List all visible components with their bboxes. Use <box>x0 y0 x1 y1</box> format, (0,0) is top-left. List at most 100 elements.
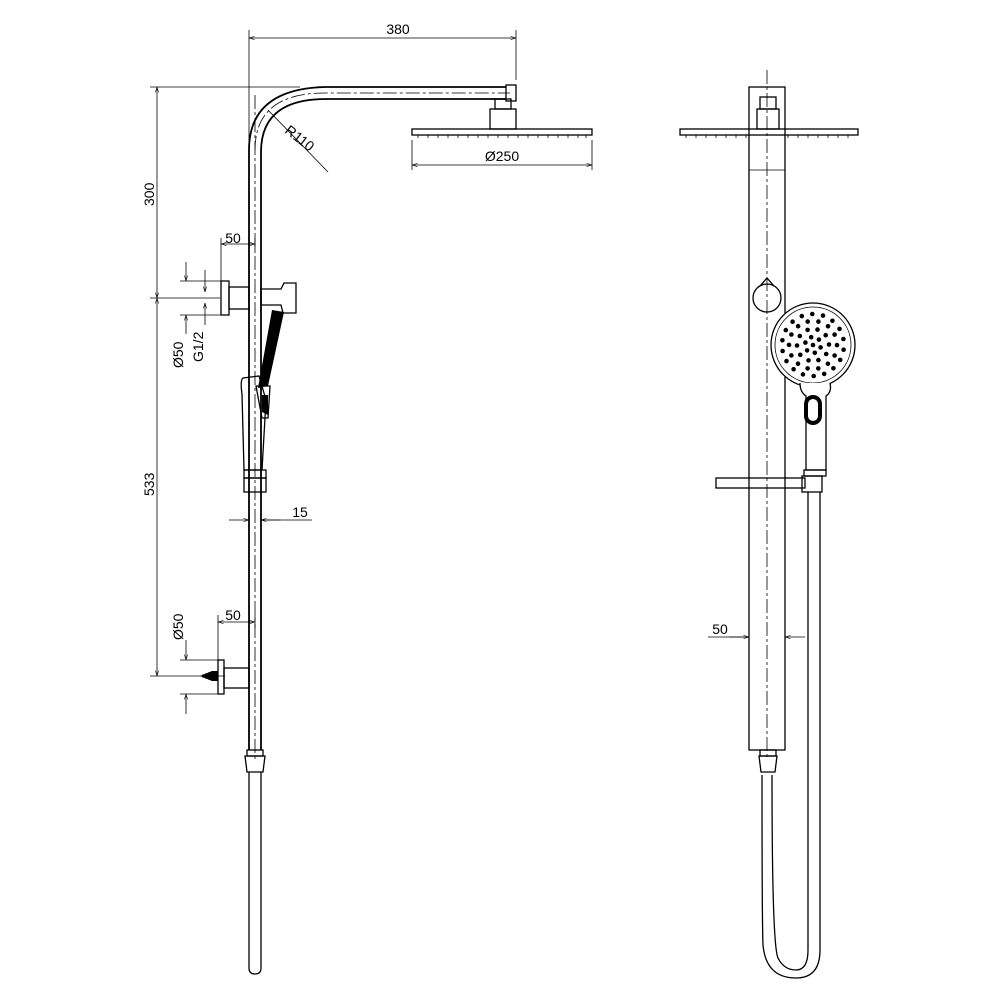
nozzle-dot <box>821 371 827 377</box>
hose-side <box>248 772 262 975</box>
front-shower-head <box>679 128 859 136</box>
nozzle-dot <box>808 334 814 340</box>
top-bracket-body <box>228 286 250 310</box>
handshower-nozzles <box>780 311 846 379</box>
head-diameter-label: Ø250 <box>485 148 519 164</box>
nozzle-dot <box>818 345 823 350</box>
bracket-offset-bottom-label: 50 <box>225 607 241 623</box>
nozzle-dot <box>825 361 831 367</box>
arm-radius-label: R110 <box>282 122 318 155</box>
front-slider-clip <box>801 475 823 493</box>
nozzle-dot <box>786 342 792 348</box>
front-hose-inner <box>761 492 821 979</box>
handshower-button-side <box>262 395 268 415</box>
nozzle-dot <box>820 313 826 318</box>
front-head-nozzles <box>685 135 849 138</box>
nozzle-dot <box>841 347 846 353</box>
handshower-button-inner <box>808 399 818 421</box>
front-swivel-nut <box>759 96 777 110</box>
shower-arm-inner <box>260 98 506 750</box>
nozzle-dot <box>823 351 829 357</box>
nozzle-dot <box>795 323 801 329</box>
nozzle-dot <box>798 352 803 358</box>
front-slider-bar <box>715 477 806 489</box>
nozzle-dot <box>816 319 821 324</box>
handshower-handle <box>240 375 267 471</box>
bottom-wall-flange <box>217 659 225 695</box>
nozzle-dot <box>790 319 795 325</box>
nozzle-dot <box>800 372 806 377</box>
nozzle-dot <box>806 358 811 363</box>
nozzle-dot <box>799 313 805 319</box>
nozzle-dot <box>830 318 835 324</box>
head-connector <box>489 108 517 130</box>
nozzle-dot <box>811 373 816 379</box>
holder-knob-tab <box>759 277 775 287</box>
holder-knob <box>752 283 782 313</box>
nozzle-dot <box>795 361 801 367</box>
nozzle-dot <box>805 366 810 371</box>
nozzle-dot <box>804 348 810 353</box>
nozzle-dot <box>823 332 828 338</box>
handshower-holder <box>260 282 297 314</box>
radius-leader <box>267 109 329 173</box>
shower-head-nozzles <box>417 135 587 138</box>
nozzle-dot <box>816 337 822 342</box>
arm-centerline <box>254 92 510 151</box>
shower-head-profile <box>411 128 593 136</box>
flange-diameter-top-label: Ø50 <box>170 341 186 368</box>
nozzle-dot <box>805 319 810 324</box>
nozzle-dot <box>780 348 785 354</box>
nozzle-dot <box>816 357 821 363</box>
nozzle-dot <box>834 342 840 348</box>
side-view: R110 380 Ø250 300 533 50 Ø50 <box>141 21 593 975</box>
nozzle-dot <box>797 333 803 339</box>
rail-width-label: 15 <box>292 504 308 520</box>
anchor-thread <box>202 672 216 680</box>
nozzle-dot <box>837 326 842 332</box>
nozzle-dot <box>780 338 785 343</box>
handshower-neck <box>255 385 271 419</box>
front-head-connector <box>756 108 780 130</box>
arm-length-label: 380 <box>386 21 410 37</box>
shower-arm-outer <box>248 86 506 750</box>
nozzle-dot <box>805 327 810 333</box>
nozzle-dot <box>789 353 794 358</box>
nozzle-dot <box>837 357 843 363</box>
nozzle-dot <box>832 353 837 358</box>
handshower-head-side <box>258 310 284 388</box>
nozzle-dot <box>812 350 818 356</box>
hose-connector <box>244 755 266 773</box>
nozzle-dot <box>791 366 796 372</box>
flange-diameter-bottom-label: Ø50 <box>170 613 186 640</box>
nozzle-dot <box>810 342 816 348</box>
nozzle-dot <box>789 332 794 337</box>
front-view: 50 <box>679 70 859 979</box>
nozzle-dot <box>794 343 800 348</box>
front-hose-connector <box>758 755 778 773</box>
nozzle-dot <box>841 336 846 342</box>
nozzle-dot <box>831 366 836 371</box>
nozzle-dot <box>803 340 808 345</box>
nozzle-dot <box>832 332 837 337</box>
front-hose-outer <box>771 492 809 971</box>
nozzle-dot <box>825 324 831 329</box>
arm-height-label: 300 <box>141 182 157 206</box>
bracket-offset-top-label: 50 <box>225 230 241 246</box>
nozzle-dot <box>815 327 820 332</box>
slider-body <box>243 477 267 493</box>
nozzle-dot <box>783 327 789 333</box>
bottom-bracket-body <box>223 667 250 689</box>
thread-label: G1/2 <box>190 331 206 362</box>
handshower-front <box>770 302 856 477</box>
nozzle-dot <box>784 358 789 364</box>
rail-length-label: 533 <box>141 472 157 496</box>
nozzle-dot <box>826 342 832 347</box>
nozzle-dot <box>810 311 815 317</box>
nozzle-dot <box>816 366 821 371</box>
front-hose-nut <box>759 749 777 757</box>
top-wall-flange <box>220 280 230 316</box>
rail-depth-front-label: 50 <box>712 621 728 637</box>
handshower-collar <box>803 469 827 477</box>
